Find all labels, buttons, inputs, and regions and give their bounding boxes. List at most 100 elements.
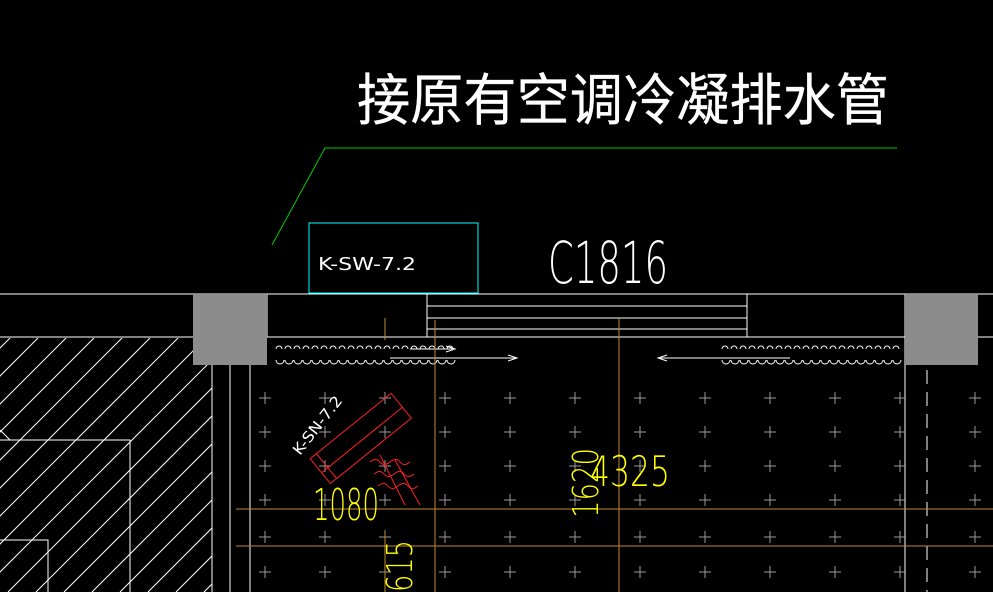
outdoor-unit-box: [308, 222, 479, 294]
curtain-wave: [275, 359, 285, 365]
hatch-line: [91, 471, 212, 592]
curtain-wave: [383, 359, 393, 365]
grid-cross: [259, 392, 271, 404]
leader-line: [271, 147, 897, 246]
curtain-loop: [874, 345, 882, 350]
window-frame: [426, 294, 748, 337]
curtain-loop: [838, 345, 846, 350]
grid-cross: [259, 426, 271, 438]
curtain-loop: [829, 345, 837, 350]
grid-cross: [259, 460, 271, 472]
curtain-wave: [829, 359, 839, 365]
curtain-wave: [802, 359, 812, 365]
hatch-line: [35, 415, 212, 592]
curtain-loop: [892, 345, 900, 350]
curtain-wave: [374, 359, 384, 365]
grid-cross: [504, 494, 516, 506]
grid-cross: [439, 531, 451, 543]
curtain-wave: [284, 359, 294, 365]
dimension-1080: 1080: [313, 480, 379, 531]
curtain-loop: [338, 345, 346, 350]
grid-cross: [969, 566, 981, 578]
curtain-wave: [428, 359, 438, 365]
grid-cross: [504, 426, 516, 438]
grid-cross: [439, 494, 451, 506]
grid-cross: [829, 494, 841, 506]
curtain-loop: [437, 345, 445, 350]
hatch-line: [63, 443, 212, 592]
curtain-wave: [757, 359, 767, 365]
curtain-wave: [311, 359, 321, 365]
grid-cross: [699, 531, 711, 543]
indoor-unit-tag: K-SN-7.2: [289, 392, 346, 458]
curtain-loop: [410, 345, 418, 350]
grid-cross: [829, 392, 841, 404]
grid-cross: [699, 392, 711, 404]
hatch-line: [119, 499, 212, 592]
grid-cross: [439, 566, 451, 578]
curtain-loop: [811, 345, 819, 350]
curtain-loop: [329, 345, 337, 350]
grid-cross: [259, 566, 271, 578]
curtain-loop: [383, 345, 391, 350]
curtain-wave: [820, 359, 830, 365]
curtain-loop: [730, 345, 738, 350]
curtain-wave: [347, 359, 357, 365]
outdoor-unit-tag: K-SW-7.2: [318, 254, 416, 275]
curtain-wave: [356, 359, 366, 365]
grid-cross: [439, 460, 451, 472]
curtain-wave: [419, 359, 429, 365]
curtain-loop: [757, 345, 765, 350]
grid-cross: [569, 460, 581, 472]
grid-cross: [894, 392, 906, 404]
grid-cross: [829, 566, 841, 578]
curtain-wave: [365, 359, 375, 365]
curtain-wave: [883, 359, 893, 365]
grid-cross: [829, 531, 841, 543]
curtain-loop: [356, 345, 364, 350]
left-wall-hatch: [0, 336, 213, 592]
curtain-symbol-left: [275, 345, 456, 365]
curtain-loop: [419, 345, 427, 350]
curtain-loop: [721, 345, 729, 350]
airflow-symbol: [369, 454, 421, 506]
grid-cross: [634, 426, 646, 438]
dimension-1620: 1620: [566, 448, 607, 518]
grid-cross: [764, 392, 776, 404]
grid-cross: [969, 460, 981, 472]
hatch-line: [0, 338, 67, 405]
grid-cross: [894, 494, 906, 506]
curtain-wave: [329, 359, 339, 365]
axis-lines: [236, 318, 993, 592]
curtain-loop: [347, 345, 355, 350]
curtain-wave: [320, 359, 330, 365]
curtain-loop: [284, 345, 292, 350]
curtain-symbol-right: [721, 345, 902, 365]
curtain-wave: [730, 359, 740, 365]
curtain-loop: [275, 345, 283, 350]
grid-cross: [894, 460, 906, 472]
grid-cross: [259, 531, 271, 543]
curtain-wave: [847, 359, 857, 365]
curtain-loop: [748, 345, 756, 350]
grid-cross: [969, 531, 981, 543]
grid-cross: [699, 426, 711, 438]
grid-cross: [634, 566, 646, 578]
curtain-loop: [802, 345, 810, 350]
grid-cross: [319, 531, 331, 543]
curtain-loop: [392, 345, 400, 350]
hatch-line: [0, 338, 123, 461]
curtain-wave: [793, 359, 803, 365]
grid-cross: [829, 460, 841, 472]
curtain-wave: [811, 359, 821, 365]
grid-cross: [319, 426, 331, 438]
grid-cross: [504, 531, 516, 543]
direction-arrows: [390, 345, 790, 362]
curtain-loop: [883, 345, 891, 350]
curtain-loop: [766, 345, 774, 350]
curtain-wave: [838, 359, 848, 365]
grid-cross: [569, 531, 581, 543]
grid-cross: [634, 392, 646, 404]
floor-grid-marks: [259, 392, 981, 578]
